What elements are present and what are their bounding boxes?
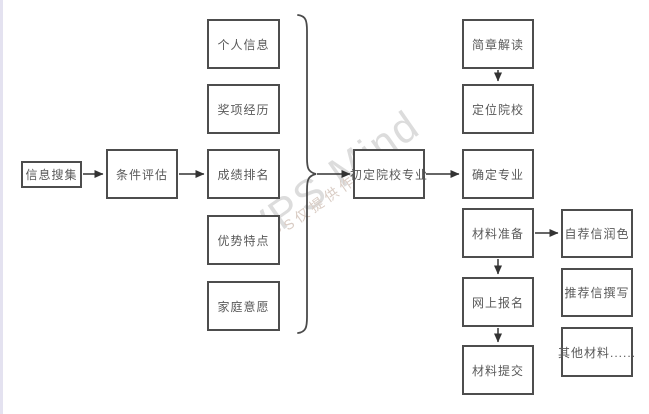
node-brochure-reading[interactable]: 简章解读 xyxy=(462,19,534,69)
node-school-positioning[interactable]: 定位院校 xyxy=(462,84,534,134)
node-condition-evaluation[interactable]: 条件评估 xyxy=(106,149,178,199)
node-initial-school-major[interactable]: 初定院校专业 xyxy=(350,149,427,199)
node-personal-info[interactable]: 个人信息 xyxy=(207,19,280,69)
node-recommendation-letter[interactable]: 推荐信撰写 xyxy=(561,268,633,317)
node-strengths[interactable]: 优势特点 xyxy=(207,215,280,265)
node-grade-ranking[interactable]: 成绩排名 xyxy=(207,149,280,199)
node-cover-letter-polish[interactable]: 自荐信润色 xyxy=(561,209,633,258)
node-family-wishes[interactable]: 家庭意愿 xyxy=(207,281,280,331)
node-award-experience[interactable]: 奖项经历 xyxy=(207,84,280,134)
node-material-preparation[interactable]: 材料准备 xyxy=(462,208,534,258)
node-major-confirmation[interactable]: 确定专业 xyxy=(462,149,534,199)
node-material-submission[interactable]: 材料提交 xyxy=(462,345,534,395)
page-left-edge xyxy=(0,0,3,414)
node-other-materials[interactable]: 其他材料...... xyxy=(558,327,635,377)
node-online-registration[interactable]: 网上报名 xyxy=(462,277,534,327)
node-info-gathering[interactable]: 信息搜集 xyxy=(21,161,82,188)
